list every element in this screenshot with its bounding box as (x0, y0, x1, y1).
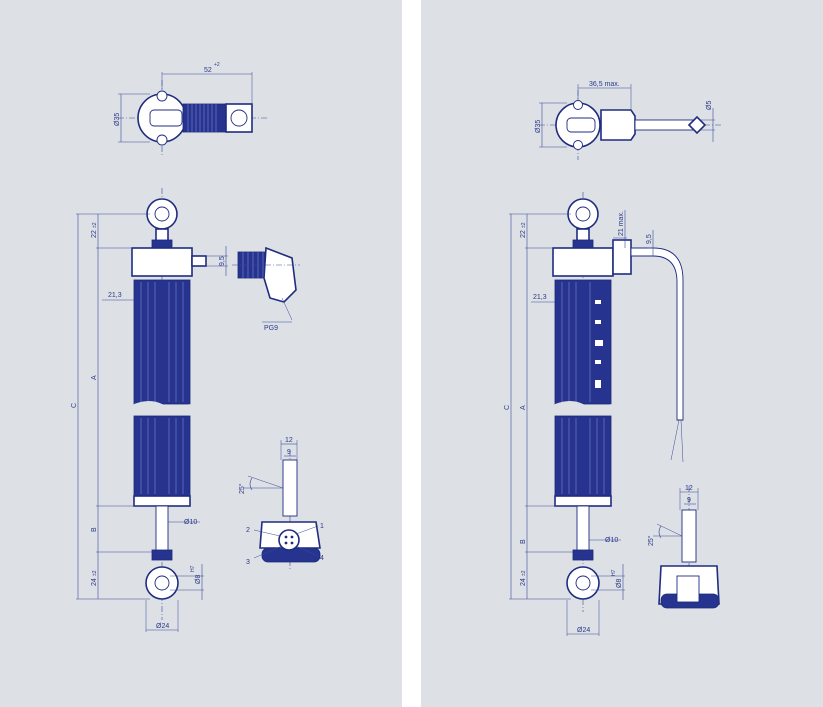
detail-dim-inner: 9 (287, 449, 291, 456)
dim-width-label: 52 (204, 67, 212, 74)
top-view: 36,5 max. Ø35 Ø5 (535, 81, 721, 160)
dim-bottom-offset-tolerance: ±2 (92, 570, 98, 576)
dim-diameter-label: Ø35 (114, 113, 121, 126)
detail-dim-outer: 12 (685, 485, 693, 492)
dim-gland-label: 21 max. (618, 211, 625, 236)
dim-eye-label: Ø24 (156, 623, 169, 630)
dim-cable-label: Ø5 (706, 101, 713, 110)
detail-view: 12 9 25° (647, 485, 720, 609)
dim-bore-tolerance: H7 (611, 569, 617, 576)
dim-bottom-offset-label: 24 (520, 578, 527, 586)
dim-bore-label: Ø8 (195, 575, 202, 584)
dim-connector-label: 9,5 (219, 256, 226, 266)
dim-top-offset-tolerance: ±2 (521, 222, 527, 228)
dim-A-label: A (520, 405, 527, 410)
drawing-cable-version: 36,5 max. Ø35 Ø5 (504, 81, 721, 636)
pin-1-label: 1 (320, 523, 324, 530)
detail-angle-label: 25° (647, 535, 655, 546)
dim-rod-label: Ø10 (184, 519, 197, 526)
drawing-panel-connector-version: 52 +2 Ø35 (0, 0, 402, 707)
drawing-panel-cable-version: 36,5 max. Ø35 Ø5 (421, 0, 823, 707)
drawing-connector-version: 52 +2 Ø35 (71, 62, 324, 632)
dim-C-label: C (71, 403, 78, 408)
detail-view: 12 9 25° 2 3 1 4 (238, 437, 324, 570)
dim-rod-label: Ø10 (605, 537, 618, 544)
dim-cable-offset-label: 9,5 (646, 234, 653, 244)
side-view: C A B 22 ±2 24 ±2 21,3 Ø10 Ø8 H7 (71, 188, 228, 632)
dim-eye-label: Ø24 (577, 627, 590, 634)
pin-3-label: 3 (246, 559, 250, 566)
connector-thread-label: PG9 (264, 325, 278, 332)
detail-dim-inner: 9 (687, 497, 691, 504)
dim-top-offset-label: 22 (91, 230, 98, 238)
dim-A-label: A (91, 375, 98, 380)
dim-top-offset-label: 22 (520, 230, 527, 238)
top-view: 52 +2 Ø35 (114, 62, 268, 155)
dim-body-label: 21,3 (533, 294, 547, 301)
detail-angle-label: 25° (238, 483, 246, 494)
detail-dim-outer: 12 (285, 437, 293, 444)
dim-top-offset-tolerance: ±2 (92, 222, 98, 228)
dim-bottom-offset-tolerance: ±2 (521, 570, 527, 576)
dim-width-label: 36,5 max. (589, 81, 620, 88)
dim-bottom-offset-label: 24 (91, 578, 98, 586)
dim-B-label: B (91, 527, 98, 532)
dim-B-label: B (520, 539, 527, 544)
dim-body-label: 21,3 (108, 292, 122, 299)
side-view: C A B 22 ±2 24 ±2 21,3 21 max. 9,5 Ø10 (504, 192, 684, 636)
dim-C-label: C (504, 405, 511, 410)
dim-width-tolerance: +2 (214, 62, 220, 68)
dim-bore-label: Ø8 (616, 579, 623, 588)
pin-4-label: 4 (320, 555, 324, 562)
dim-bore-tolerance: H7 (190, 565, 196, 572)
pin-2-label: 2 (246, 527, 250, 534)
dim-diameter-label: Ø35 (535, 120, 542, 133)
connector: PG9 (232, 246, 300, 332)
